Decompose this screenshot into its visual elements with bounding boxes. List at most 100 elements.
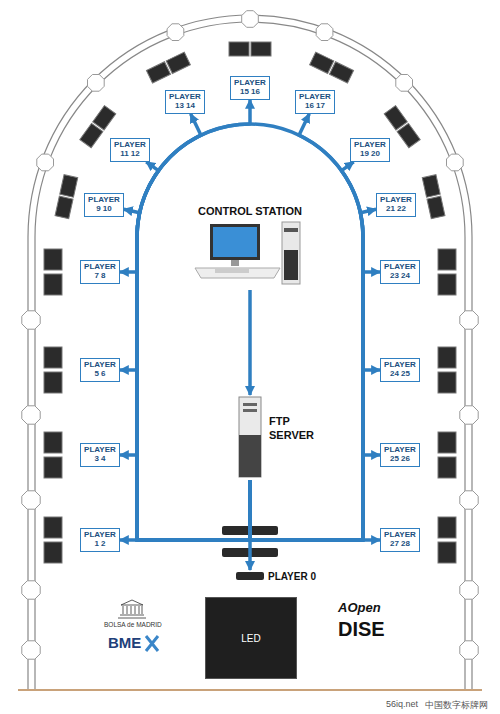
node-text: FTP SERVER [269,395,321,443]
player-box: PLAYER16 17 [295,90,335,114]
ground-line [18,689,482,691]
network-connector [250,114,363,540]
network-connector [250,480,380,540]
display-screen [422,175,440,198]
node-text: 19 20 [354,150,386,159]
network-loop [137,124,363,540]
node-text: PLAYER [354,141,386,150]
column [460,311,478,329]
display-screen [44,457,62,478]
node-text: 15 16 [234,88,266,97]
network-connector [250,162,363,540]
column [447,154,464,171]
network-connector [120,272,250,540]
logo-label: AOpen [338,600,381,615]
player-box: PLAYER7 8 [80,260,120,284]
column [396,75,413,92]
player-box: PLAYER27 28 [380,528,420,552]
logo-label: 中国数字标牌网 [425,699,488,712]
display-screen [438,517,456,538]
node-text: PLAYER [384,446,416,455]
node-text: PLAYER [234,79,266,88]
node-text: 11 12 [114,150,146,159]
node-text: PLAYER 0 [268,571,316,582]
display-screen [93,106,116,130]
player-box: PLAYER11 12 [110,138,150,162]
node-text: 21 22 [380,205,412,214]
display-screen [438,274,456,295]
display-screen [44,372,62,393]
network-connector [248,290,252,395]
display-screen [44,274,62,295]
column [37,154,54,171]
network-connector [250,455,380,540]
node-text: PLAYER [84,446,116,455]
display-screen [329,62,353,83]
column [22,311,40,329]
display-screen [60,175,78,198]
display-screen [438,457,456,478]
display-screen [427,196,445,219]
display-screen [44,347,62,368]
player-box: PLAYER25 26 [380,443,420,467]
network-connector [137,100,250,540]
network-connector [120,480,250,540]
screen-pair [310,52,354,83]
node-text: PLAYER [88,196,120,205]
column [88,75,105,92]
display-screen [438,347,456,368]
display-screen [44,542,62,563]
screen-pair [55,175,78,219]
node-text: PLAYER [384,531,416,540]
player-box: PLAYER23 24 [380,260,420,284]
outer-wall [28,15,472,690]
column [22,641,40,659]
logo-label: BOLSA de MADRID [104,621,162,628]
player-zero: PLAYER 0 [236,570,316,582]
node-text: 5 6 [84,370,116,379]
node-text: 25 26 [384,455,416,464]
network-connector [120,370,250,540]
column [242,11,259,28]
node-text: PLAYER [114,141,146,150]
screen-pair [422,175,445,219]
display-screen [166,52,190,73]
display-screen [44,432,62,453]
node-text: 23 24 [384,272,416,281]
display-screen [55,196,73,219]
player-box: PLAYER1 2 [80,528,120,552]
player-box: PLAYER9 10 [84,193,124,217]
computer-icon [190,220,310,290]
screen-pair [229,42,271,56]
column [460,491,478,509]
column [460,581,478,599]
player-box: PLAYER13 14 [165,90,205,114]
display-screen [44,517,62,538]
column [460,406,478,424]
inner-wall [35,22,465,690]
player-box: PLAYER5 6 [80,358,120,382]
network-connector [250,370,380,540]
column [22,406,40,424]
display-screen [229,42,249,56]
screen-pair [146,52,190,83]
column [22,581,40,599]
column [316,24,333,41]
node-text: PLAYER [299,93,331,102]
node-text: 16 17 [299,102,331,111]
player-box: PLAYER3 4 [80,443,120,467]
node-text: 24 25 [384,370,416,379]
display-screen [438,542,456,563]
node-text: CONTROL STATION [190,205,310,217]
display-screen [251,42,271,56]
network-connector [250,272,380,540]
bme-x-mark [146,636,158,651]
column [167,24,184,41]
logo-label: DISE [338,618,385,641]
node-text: PLAYER [384,263,416,272]
display-screen [44,249,62,270]
node-text: PLAYER [384,361,416,370]
ftp-server: FTP SERVER [235,395,325,480]
network-connector [120,455,250,540]
column [460,641,478,659]
